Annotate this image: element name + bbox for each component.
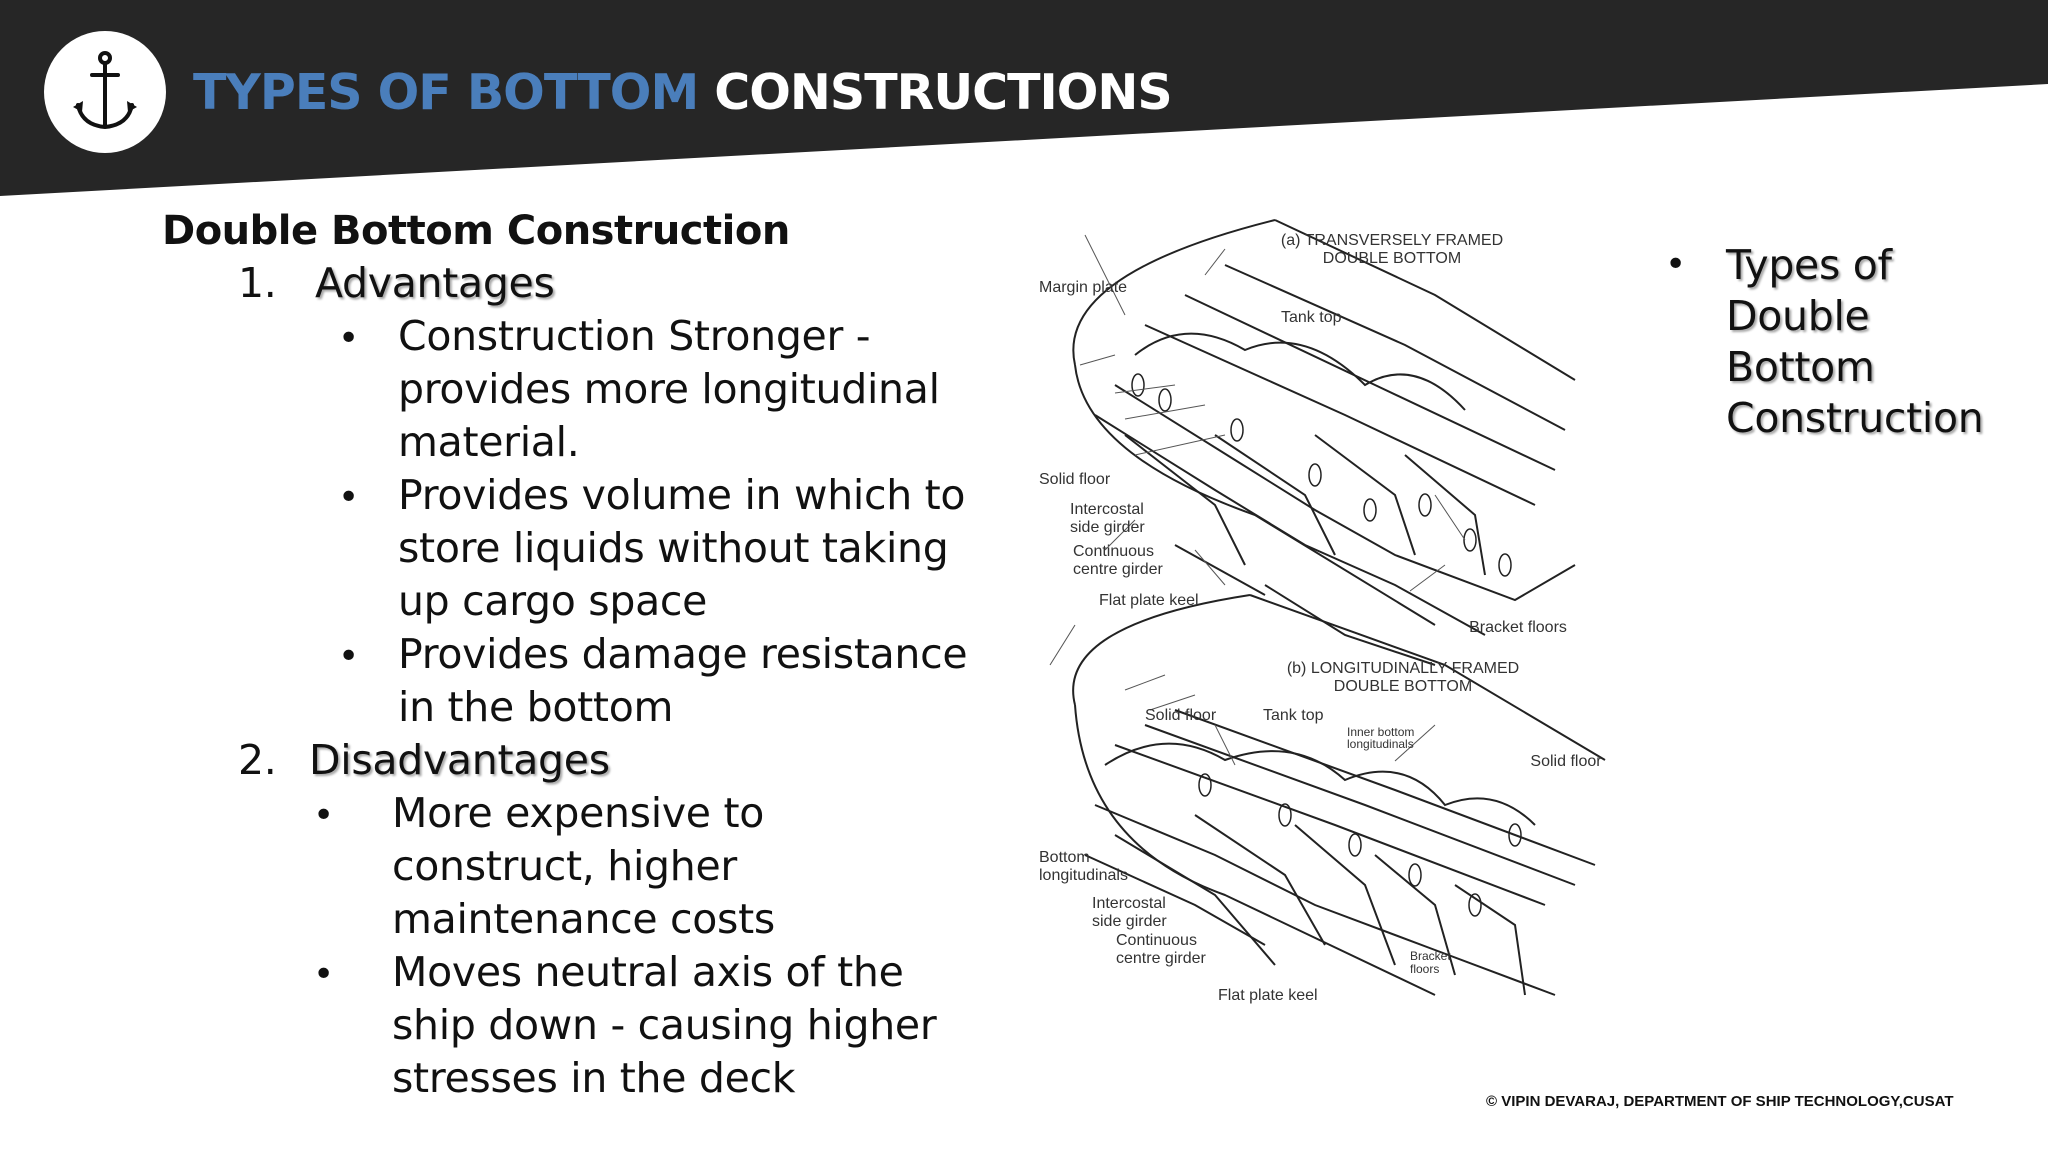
bullet-icon: •: [313, 954, 335, 995]
diagram-label: Flat plate keel: [1218, 987, 1318, 1004]
list-item-line: Provides volume in which to: [398, 471, 966, 519]
list-item-line: More expensive to: [392, 789, 765, 837]
list-item-line: in the bottom: [398, 683, 674, 731]
bullet-icon: •: [313, 795, 335, 836]
footer-credit: © VIPIN DEVARAJ, DEPARTMENT OF SHIP TECH…: [1486, 1093, 1954, 1110]
diagram-label: side girder: [1070, 519, 1145, 536]
side-note-line: Bottom: [1726, 343, 1875, 391]
diagram-label: Bracket floors: [1469, 619, 1567, 636]
anchor-icon: [73, 51, 137, 130]
list-item-line: material.: [398, 418, 580, 466]
double-bottom-diagram: (a) TRANSVERSELY FRAMED DOUBLE BOTTOM Ma…: [1039, 219, 1606, 1004]
diagram-label: Margin plate: [1039, 279, 1127, 296]
diagram-label: Tank top: [1281, 309, 1342, 326]
diagram-label: Flat plate keel: [1099, 592, 1199, 609]
list-item-line: ship down - causing higher: [392, 1001, 937, 1049]
disadvantages-title: Disadvantages: [309, 736, 610, 784]
diagram-label: (a) TRANSVERSELY FRAMED: [1281, 232, 1503, 249]
bullet-icon: •: [338, 477, 360, 518]
diagram-label: side girder: [1092, 913, 1167, 930]
list-item-line: maintenance costs: [392, 895, 775, 943]
diagram-label: centre girder: [1116, 950, 1206, 967]
diagram-label: Intercostal: [1070, 501, 1144, 518]
diagram-label: Solid floor: [1039, 471, 1111, 488]
logo: [44, 31, 166, 153]
side-note-line: Double: [1726, 292, 1870, 340]
title-accent: TYPES OF BOTTOM: [193, 64, 699, 121]
side-note-line: Types of: [1726, 241, 1892, 289]
list-number: 1.: [238, 259, 277, 307]
bullet-icon: •: [338, 636, 360, 677]
diagram-label: floors: [1410, 962, 1439, 976]
diagram-label: Inner bottom: [1347, 725, 1414, 739]
diagram-label: Solid floor: [1145, 707, 1217, 724]
list-item-line: Construction Stronger -: [398, 312, 871, 360]
title-rest: CONSTRUCTIONS: [714, 64, 1172, 121]
list-item-line: up cargo space: [398, 577, 708, 625]
bullet-icon: •: [1665, 244, 1687, 285]
diagram-label: Bracket: [1410, 949, 1451, 963]
list-item-line: provides more longitudinal: [398, 365, 940, 413]
diagram-label: longitudinals: [1347, 737, 1414, 751]
diagram-label: Continuous: [1116, 932, 1197, 949]
diagram-label: (b) LONGITUDINALLY FRAMED: [1287, 660, 1519, 677]
diagram-label: centre girder: [1073, 561, 1163, 578]
diagram-label: Intercostal: [1092, 895, 1166, 912]
list-item-line: construct, higher: [392, 842, 737, 890]
list-number: 2.: [238, 736, 277, 784]
bullet-icon: •: [338, 318, 360, 359]
list-item-line: store liquids without taking: [398, 524, 949, 572]
slide-title: TYPES OF BOTTOM CONSTRUCTIONS: [193, 64, 1173, 121]
diagram-label: Continuous: [1073, 543, 1154, 560]
list-item-line: Moves neutral axis of the: [392, 948, 904, 996]
diagram-label: Bottom: [1039, 849, 1090, 866]
section-heading: Double Bottom Construction: [162, 208, 790, 254]
diagram-label: Tank top: [1263, 707, 1324, 724]
diagram-label: longitudinals: [1039, 867, 1128, 884]
diagram-label: DOUBLE BOTTOM: [1334, 678, 1472, 695]
advantages-title: Advantages: [315, 259, 555, 307]
list-item-line: Provides damage resistance: [398, 630, 968, 678]
list-item-line: stresses in the deck: [392, 1054, 796, 1102]
side-note-line: Construction: [1726, 394, 1984, 442]
diagram-label: Solid floor: [1530, 753, 1602, 770]
diagram-label: DOUBLE BOTTOM: [1323, 250, 1461, 267]
